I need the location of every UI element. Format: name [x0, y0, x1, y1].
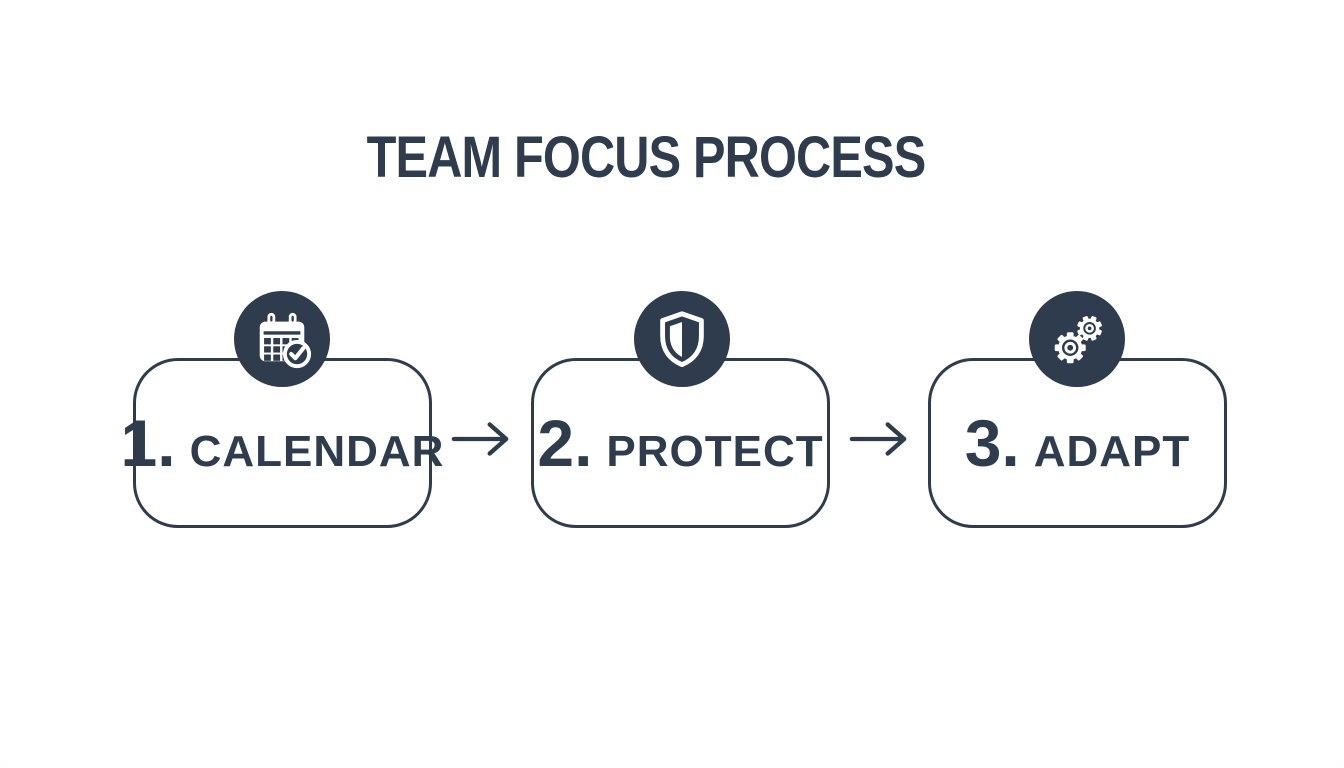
calendar-check-icon [234, 291, 330, 387]
step-number: 3. [964, 405, 1020, 480]
step-number: 2. [537, 405, 593, 480]
step-label: PROTECT [606, 426, 824, 476]
diagram-title: TEAM FOCUS PROCESS [366, 125, 927, 190]
gears-glyph [1054, 316, 1102, 364]
arrow-right-icon [451, 422, 509, 456]
gears-icon [1029, 291, 1125, 387]
step-card-adapt: 3. ADAPT [928, 358, 1227, 528]
step-card-protect: 2. PROTECT [531, 358, 830, 528]
step-label: ADAPT [1033, 426, 1191, 476]
calendar-check-glyph [259, 312, 312, 369]
arrow-right-icon [849, 422, 907, 456]
shield-glyph [660, 311, 704, 368]
shield-icon [634, 291, 730, 387]
step-number: 1. [120, 405, 176, 480]
step-label: CALENDAR [189, 426, 445, 476]
